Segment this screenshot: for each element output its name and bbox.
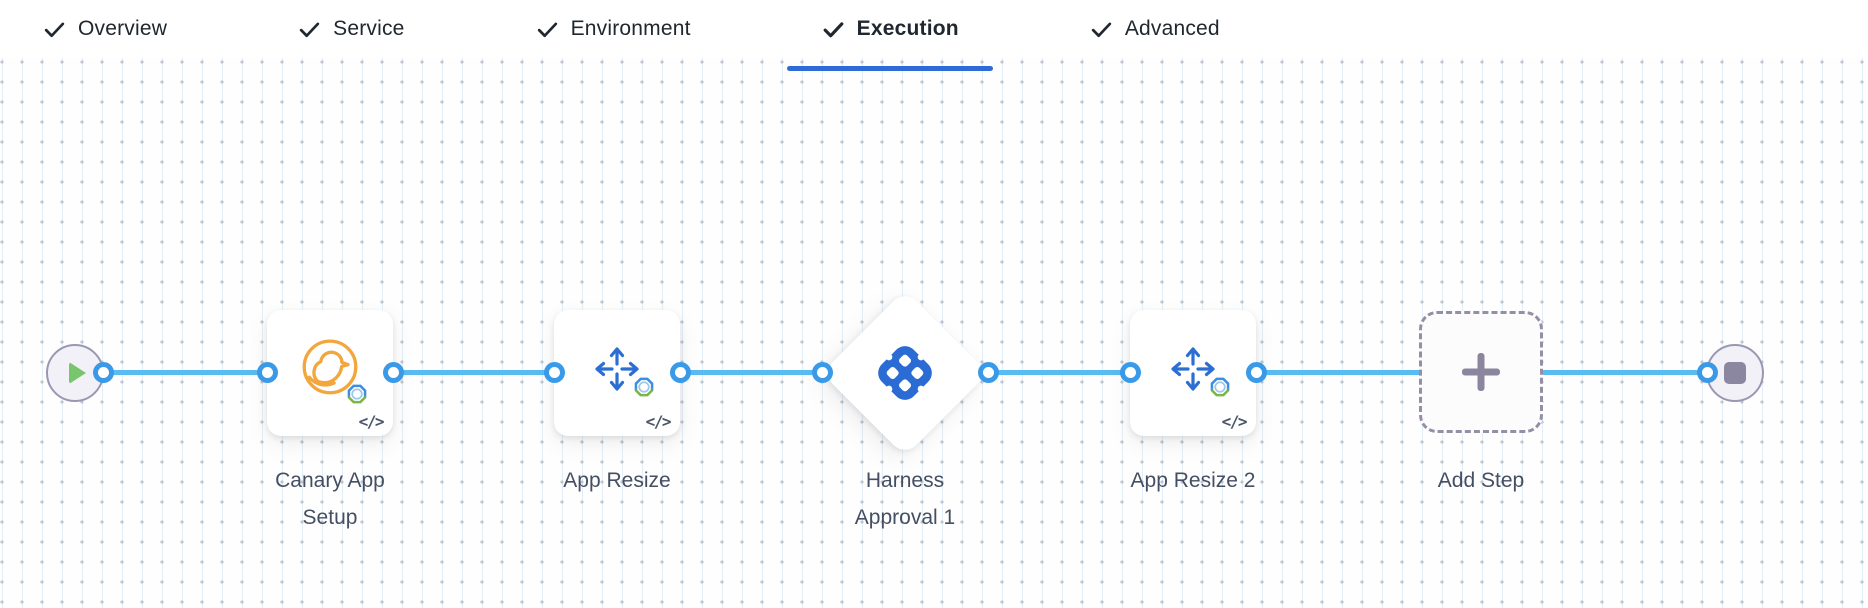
resize-arrows-icon: [1171, 347, 1215, 391]
step-label-add-step: Add Step: [1437, 469, 1525, 492]
code-icon: </>: [358, 412, 385, 431]
step-node-app-resize-2[interactable]: </>: [1130, 310, 1256, 436]
connector-port[interactable]: [93, 362, 114, 383]
connector-port[interactable]: [812, 362, 833, 383]
step-node-canary-app-setup[interactable]: </>: [267, 310, 393, 436]
code-icon: </>: [645, 412, 672, 431]
step-label-app-resize-2: App Resize 2: [1130, 469, 1256, 492]
tab-environment[interactable]: Environment: [535, 17, 691, 42]
step-wizard-tabs: Overview Service Environment Execution A…: [0, 0, 1868, 71]
tab-overview[interactable]: Overview: [42, 17, 167, 42]
tab-label: Execution: [856, 17, 959, 40]
canary-icon: [302, 339, 358, 395]
step-node-harness-approval-1[interactable]: [821, 289, 989, 457]
tab-label: Advanced: [1124, 17, 1220, 40]
connector-port[interactable]: [1697, 362, 1718, 383]
add-step-button[interactable]: [1419, 311, 1543, 433]
connector-port[interactable]: [1120, 362, 1141, 383]
check-icon: [535, 17, 560, 42]
connector-port[interactable]: [383, 362, 404, 383]
tab-label: Overview: [78, 17, 168, 40]
connector-port[interactable]: [978, 362, 999, 383]
check-icon: [42, 17, 67, 42]
tab-execution[interactable]: Execution: [786, 17, 994, 71]
gear-icon: [634, 377, 654, 397]
connector-port[interactable]: [670, 362, 691, 383]
step-node-app-resize[interactable]: </>: [554, 310, 680, 436]
code-icon: </>: [1221, 412, 1248, 431]
step-label-canary-app-setup: Canary App Setup: [275, 469, 385, 529]
check-icon: [1089, 17, 1114, 42]
stop-icon: [1724, 362, 1746, 384]
play-icon: [69, 362, 86, 384]
gear-icon: [347, 384, 367, 404]
check-icon: [821, 17, 846, 42]
tab-service[interactable]: Service: [297, 17, 404, 42]
check-icon: [297, 17, 322, 42]
resize-arrows-icon: [595, 347, 639, 391]
step-label-harness-approval-1: Harness Approval 1: [854, 469, 956, 529]
tab-label: Service: [333, 17, 405, 40]
connector-port[interactable]: [257, 362, 278, 383]
plus-icon: [1462, 353, 1500, 391]
tab-label: Environment: [570, 17, 691, 40]
connector-port[interactable]: [544, 362, 565, 383]
step-label-app-resize: App Resize: [563, 469, 671, 492]
harness-approval-icon: [878, 346, 932, 400]
tab-advanced[interactable]: Advanced: [1089, 17, 1220, 42]
connector-port[interactable]: [1246, 362, 1267, 383]
gear-icon: [1210, 377, 1230, 397]
